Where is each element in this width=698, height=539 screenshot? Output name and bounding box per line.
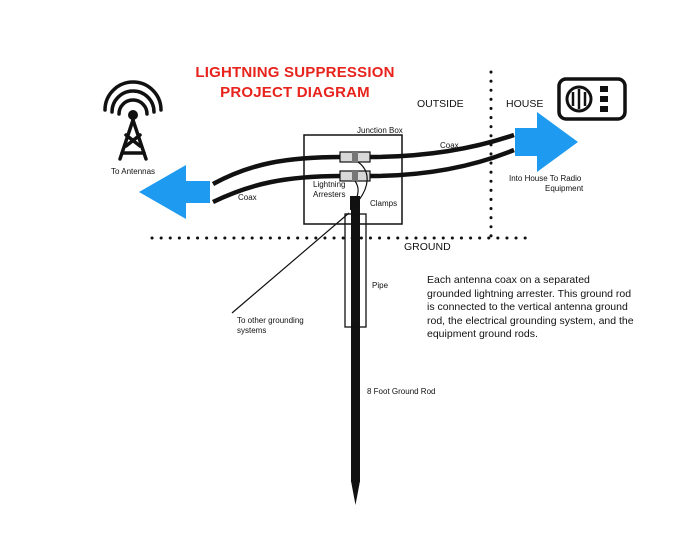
- into-house-arrow: [515, 112, 578, 172]
- to-antennas-label: To Antennas: [111, 167, 156, 176]
- house-label: HOUSE: [506, 98, 544, 110]
- ground-rod: [351, 205, 360, 482]
- other-grounding-wire: [231, 212, 350, 314]
- outside-label: OUTSIDE: [417, 98, 464, 110]
- radio-icon: [557, 77, 627, 121]
- pipe: [344, 213, 367, 328]
- other-grounding-label-line-2: systems: [237, 326, 267, 335]
- lightning-arresters-label-line-2: Arresters: [313, 190, 346, 199]
- junction-box-label: Junction Box: [357, 126, 403, 135]
- description-text: Each antenna coax on a separated grounde…: [427, 274, 634, 340]
- title-line-1: LIGHTNING SUPPRESSION: [195, 64, 395, 81]
- ground-rod-tip: [351, 481, 360, 505]
- to-antennas-arrow: [139, 165, 210, 219]
- ground-wire-upper: [357, 161, 368, 201]
- other-grounding-label-line-1: To other grounding: [237, 316, 304, 325]
- clamps-label: Clamps: [370, 199, 398, 208]
- coax-label-left: Coax: [238, 193, 257, 202]
- coax-label-right: Coax: [440, 141, 459, 150]
- title-line-2: PROJECT DIAGRAM: [220, 84, 370, 101]
- radio-tower-icon: [103, 80, 163, 161]
- into-house-label-line-1: Into House To Radio: [509, 174, 582, 183]
- ground-rod-label: 8 Foot Ground Rod: [367, 387, 436, 396]
- lightning-arresters-label-line-1: Lightning: [313, 180, 346, 189]
- ground-label: GROUND: [404, 241, 451, 253]
- clamps: [350, 196, 360, 210]
- pipe-label: Pipe: [372, 281, 389, 290]
- into-house-label-line-2: Equipment: [545, 184, 584, 193]
